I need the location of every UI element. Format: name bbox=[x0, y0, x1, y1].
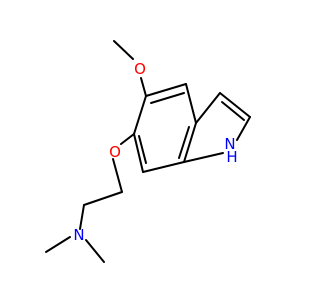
bond-c6-c5 bbox=[133, 95, 147, 135]
atom-nitrogen-amine: N bbox=[73, 226, 84, 244]
atom-oxygen-ether: O bbox=[109, 143, 121, 161]
bond-c5-c4 bbox=[145, 83, 187, 97]
atom-oxygen-methoxy: O bbox=[134, 60, 146, 78]
bond-ch2-ch2 bbox=[83, 191, 123, 206]
bond-n-methyl-left bbox=[45, 236, 71, 253]
bond-c5-c4-inner bbox=[150, 92, 185, 104]
bond-ch2-n bbox=[79, 204, 85, 230]
bond-o-ch2 bbox=[112, 158, 123, 193]
molecule-structure: O O N H N bbox=[45, 40, 251, 263]
bond-c3a-c7a bbox=[183, 122, 197, 163]
bond-c3-c2 bbox=[219, 92, 251, 118]
bond-c3a-c7a-inner bbox=[178, 126, 190, 159]
bond-c7a-c7 bbox=[142, 161, 185, 173]
bond-c4-c3a bbox=[185, 83, 197, 124]
structure-canvas: O O N H N bbox=[45, 40, 251, 263]
bond-c6-o bbox=[120, 133, 135, 145]
bond-o-c5 bbox=[140, 77, 147, 97]
bond-c3-c2-inner bbox=[221, 101, 245, 121]
bond-c2-n1 bbox=[236, 116, 251, 141]
atom-nitrogen-ring: N bbox=[224, 135, 235, 153]
bond-c3a-c3 bbox=[195, 92, 221, 124]
bond-methyl-o bbox=[113, 40, 134, 60]
bond-n1-c7a bbox=[183, 152, 224, 163]
bond-n-methyl-right bbox=[85, 239, 105, 263]
atom-hydrogen-ring: H bbox=[226, 148, 237, 166]
bond-c7-c6 bbox=[133, 133, 144, 173]
bond-c7-c6-inner bbox=[138, 135, 147, 164]
